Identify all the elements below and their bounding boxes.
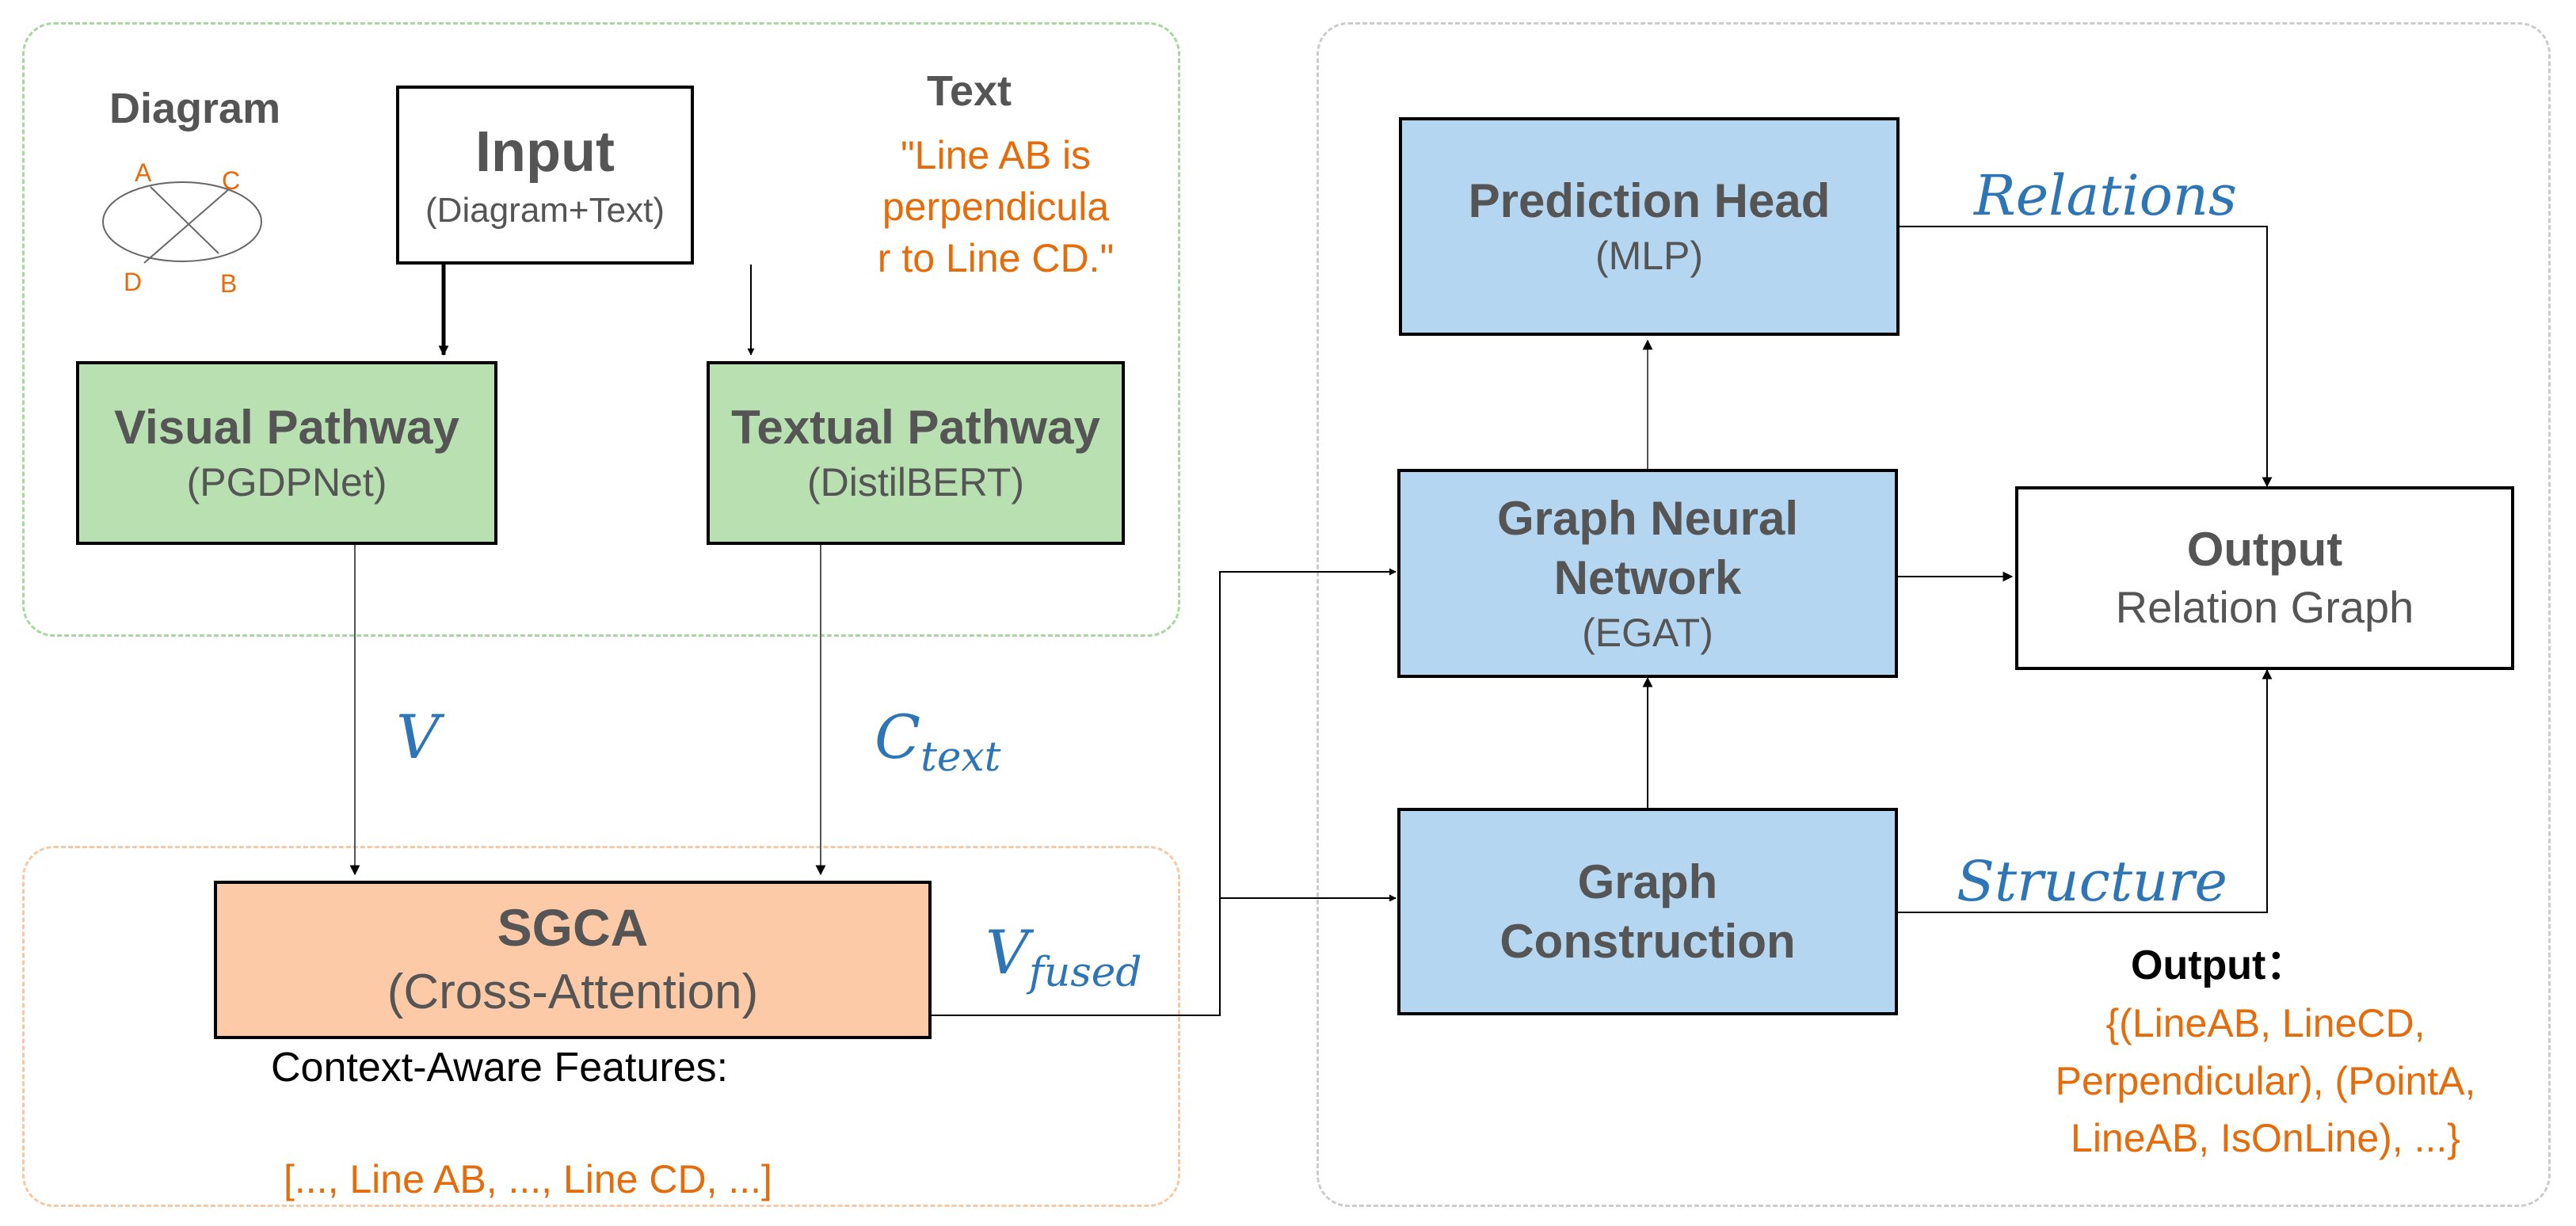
output-subtitle: Relation Graph: [2115, 582, 2414, 633]
text-quote: "Line AB is perpendicula r to Line CD.": [877, 133, 1115, 280]
prediction-head-subtitle: (MLP): [1595, 234, 1704, 278]
prediction-head-title: Prediction Head: [1468, 174, 1831, 227]
output-example-label: Output：: [2131, 942, 2307, 988]
sgca-subtitle: (Cross-Attention): [387, 964, 759, 1019]
textual-pathway-title: Textual Pathway: [731, 401, 1100, 454]
visual-pathway-box: Visual Pathway (PGDPNet): [76, 361, 497, 545]
input-subtitle: (Diagram+Text): [425, 191, 665, 230]
edge-label-relations: Relations: [1974, 163, 2237, 228]
textual-pathway-subtitle: (DistilBERT): [806, 460, 1025, 504]
visual-pathway-title: Visual Pathway: [114, 401, 459, 454]
text-label: Text: [927, 67, 1012, 115]
gnn-title: Graph Neural Network: [1496, 491, 1799, 604]
edge-label-v: V: [396, 702, 440, 772]
textual-pathway-box: Textual Pathway (DistilBERT): [707, 361, 1125, 545]
prediction-head-box: Prediction Head (MLP): [1399, 117, 1900, 336]
output-box: Output Relation Graph: [2015, 486, 2514, 670]
diagram-label: Diagram: [109, 85, 281, 132]
arrow-structure-to-output: [1898, 668, 2273, 913]
input-title: Input: [475, 120, 615, 185]
output-title: Output: [2186, 523, 2343, 577]
input-group-region: [22, 22, 1180, 637]
fusion-group-region: [22, 846, 1180, 1207]
context-features-value: [..., Line AB, ..., Line CD, ...]: [284, 1157, 772, 1201]
point-label-c: C: [222, 166, 241, 195]
arrow-relations-to-output: [1898, 226, 2273, 488]
gnn-box: Graph Neural Network (EGAT): [1397, 469, 1898, 678]
graph-construction-box: Graph Construction: [1397, 808, 1898, 1015]
point-label-b: B: [220, 269, 238, 298]
edge-label-structure: Structure: [1957, 849, 2227, 914]
sgca-box: SGCA (Cross-Attention): [214, 881, 932, 1039]
arrow-sgca-to-gnn: [932, 568, 1397, 1016]
graph-construction-title: Graph Construction: [1499, 855, 1796, 968]
output-example-value: {(LineAB, LineCD, Perpendicular), (Point…: [2055, 1001, 2476, 1160]
context-features-label: Context-Aware Features:: [271, 1045, 729, 1091]
sgca-title: SGCA: [497, 898, 649, 958]
gnn-subtitle: (EGAT): [1582, 610, 1713, 655]
graph-group-region: [1317, 22, 2551, 1207]
edge-label-v-fused: Vfused: [985, 917, 1142, 997]
visual-pathway-subtitle: (PGDPNet): [186, 460, 387, 504]
input-box: Input (Diagram+Text): [396, 86, 694, 265]
point-label-a: A: [135, 158, 152, 187]
diagram-sketch-icon: [102, 181, 262, 264]
edge-label-c-text: Ctext: [875, 702, 1001, 782]
point-label-d: D: [124, 268, 143, 296]
